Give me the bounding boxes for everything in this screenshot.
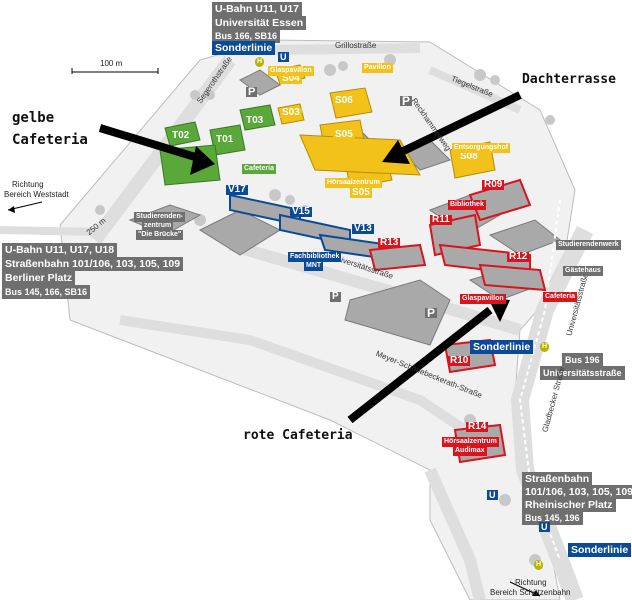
label-cafeteria-t: Cafeteria: [242, 164, 276, 174]
transit-lower-line1: Straßenbahn: [522, 472, 593, 486]
transit-lower-line2: 101/106, 103, 105, 109: [522, 485, 632, 499]
building-r14[interactable]: R14: [466, 421, 489, 432]
building-s08[interactable]: S08: [458, 151, 480, 162]
label-entsorgungshof: Entsorgungshof: [452, 143, 511, 153]
transit-lower-line3: Rheinischer Platz: [522, 498, 616, 512]
building-v17[interactable]: V17: [226, 184, 248, 195]
building-s03[interactable]: S03: [280, 107, 302, 118]
label-audimax-1: Hörsaalzentrum: [442, 437, 499, 447]
building-t02[interactable]: T02: [170, 130, 192, 141]
annotation-gelbe: gelbe: [12, 110, 55, 126]
label-audimax-2: Audimax: [453, 446, 487, 456]
building-t03[interactable]: T03: [244, 115, 266, 126]
transit-top-line1: U-Bahn U11, U17: [212, 2, 303, 16]
label-bruecke-2: zentrum: [142, 221, 174, 231]
annotation-dachterrasse: Dachterrasse: [522, 72, 616, 87]
parking-icon: P: [246, 86, 258, 98]
direction-south-line2: Bereich Schützenbahn: [490, 588, 571, 597]
label-bruecke-1: Studierenden-: [134, 212, 186, 222]
subway-icon: U: [487, 490, 498, 500]
building-r10[interactable]: R10: [448, 355, 471, 366]
label-glaspavillon: Glaspavillon: [460, 294, 506, 304]
building-r11[interactable]: R11: [430, 214, 452, 225]
transit-right-bus: Bus 196: [562, 353, 603, 367]
bus-stop-icon: H: [540, 342, 550, 352]
transit-right-sonderlinie: Sonderlinie: [470, 340, 534, 354]
parking-icon: P: [400, 94, 413, 108]
annotation-cafeteria: Cafeteria: [12, 132, 88, 148]
tram-line: [518, 199, 561, 561]
label-bruecke-3: "Die Brücke": [136, 230, 184, 240]
label-glaspavillon-top: Glaspavillon: [268, 66, 314, 76]
building-r13[interactable]: R13: [378, 237, 401, 248]
building-v15[interactable]: V15: [290, 206, 312, 217]
building-r09[interactable]: R09: [482, 179, 505, 190]
direction-west-line1: Richtung: [12, 180, 44, 189]
label-bibliothek: Bibliothek: [448, 200, 486, 210]
transit-left-line3: Berliner Platz: [2, 271, 76, 285]
building-t01[interactable]: T01: [214, 134, 236, 145]
parking-icon: P: [330, 291, 341, 302]
transit-right-stop: Universitätsstraße: [540, 366, 625, 380]
annotation-arrows: [98, 91, 522, 424]
label-hoersaal-s: Hörsaalzentrum: [325, 178, 382, 188]
building-s05b[interactable]: S05: [350, 187, 372, 198]
road-meyer: [119, 315, 483, 445]
scale-bar-label: 100 m: [100, 59, 123, 68]
direction-west-line2: Bereich Weststadt: [4, 190, 69, 199]
subway-icon: U: [278, 52, 289, 62]
transit-top-line3: Bus 166, SB16: [212, 29, 281, 43]
transit-left-line1: U-Bahn U11, U17, U18: [2, 243, 118, 257]
building-s04[interactable]: S04: [280, 73, 302, 84]
road-south: [424, 467, 486, 600]
transit-lower-line4: Bus 145, 196: [522, 511, 583, 525]
transit-top-sonderlinie: Sonderlinie: [212, 41, 276, 55]
transit-left-line4: Bus 145, 166, SB16: [2, 285, 91, 299]
road-west: [0, 226, 101, 236]
building-v13[interactable]: V13: [352, 223, 374, 234]
label-studierendenwerk: Studierendenwerk: [556, 240, 621, 250]
transit-bottom-sonderlinie: Sonderlinie: [568, 543, 632, 557]
road-grillo: [269, 43, 421, 55]
transit-top-line2: Universität Essen: [212, 16, 307, 30]
label-fachbibliothek-2: MNT: [304, 261, 324, 271]
label-gaestehaus: Gästehaus: [563, 266, 603, 276]
building-r12[interactable]: R12: [507, 251, 530, 262]
parking-icon: P: [425, 306, 438, 320]
annotation-rote-cafeteria: rote Cafeteria: [243, 428, 353, 443]
label-pavillon: Pavillon: [362, 63, 393, 73]
label-fachbibliothek-1: Fachbibliothek: [288, 252, 342, 262]
red-buildings: [368, 178, 547, 464]
building-s06[interactable]: S06: [333, 95, 355, 106]
label-cafeteria-r: Cafeteria: [543, 292, 577, 302]
bus-stop-icon: H: [534, 560, 544, 570]
direction-south-line1: Richtung: [515, 578, 547, 587]
bus-stop-icon: H: [255, 57, 265, 67]
street-grillo: Grillostraße: [335, 41, 377, 50]
transit-left-line2: Straßenbahn 101/106, 103, 105, 109: [2, 257, 184, 271]
building-s05[interactable]: S05: [333, 129, 355, 140]
subway-icon: U: [539, 522, 550, 532]
